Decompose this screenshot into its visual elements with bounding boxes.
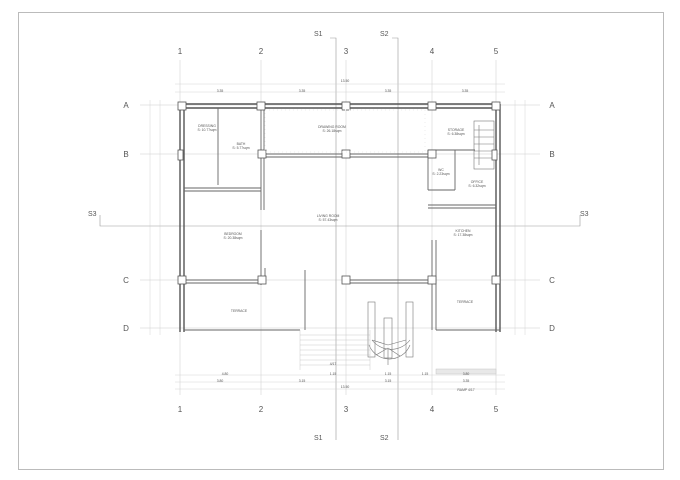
dim-top-bay-4: 3.35	[461, 89, 469, 93]
dim-bottom-bay-2: 3.15	[298, 379, 306, 383]
svg-text:2: 2	[259, 405, 264, 414]
dim-bottom-3: 1.15	[384, 372, 392, 376]
svg-text:B: B	[123, 150, 128, 159]
svg-text:S2: S2	[380, 31, 389, 38]
dim-bottom-4: 1.15	[421, 372, 429, 376]
svg-text:4: 4	[430, 47, 435, 56]
room-terrace-left: TERRACE	[230, 309, 248, 313]
svg-text:A: A	[549, 101, 555, 110]
room-kitchen: KITCHEN S: 17.38sqm	[453, 229, 473, 238]
svg-text:S3: S3	[88, 211, 97, 218]
svg-text:A: A	[123, 101, 129, 110]
svg-text:D: D	[549, 324, 555, 333]
dim-bottom-bay-3: 3.15	[384, 379, 392, 383]
room-living: LIVING ROOM S: 57.43sqm	[316, 214, 340, 223]
dim-bottom-bay-4: 3.35	[462, 379, 470, 383]
dim-bottom-1: 4.80	[221, 372, 229, 376]
room-dressing: DRESSING S: 10.77sqm	[197, 124, 217, 133]
svg-text:1: 1	[178, 405, 183, 414]
svg-text:5: 5	[494, 47, 499, 56]
svg-text:5: 5	[494, 405, 499, 414]
dim-bottom-total: 13.50	[340, 385, 350, 389]
svg-text:C: C	[123, 276, 129, 285]
room-drawing: DRAWING ROOM S: 26.18sqm	[318, 125, 346, 134]
dimension-lines	[149, 83, 526, 390]
svg-text:3: 3	[344, 405, 349, 414]
room-office: OFFICE S: 6.32sqm	[468, 180, 486, 189]
svg-text:3: 3	[344, 47, 349, 56]
drawing-frame	[18, 12, 664, 470]
dim-top-bay-2: 3.35	[298, 89, 306, 93]
interior-walls	[184, 108, 500, 331]
stair-right	[473, 120, 495, 170]
svg-text:S2: S2	[380, 435, 389, 442]
dim-bottom-5: 3.80	[462, 372, 470, 376]
svg-text:C: C	[549, 276, 555, 285]
dim-stair: 4/17	[329, 362, 337, 366]
svg-text:S1: S1	[314, 435, 323, 442]
drawing-room-hatch	[264, 109, 426, 153]
room-wc: WC S: 2.23sqm	[432, 168, 450, 177]
spiral-stair	[367, 301, 414, 365]
front-steps	[299, 330, 371, 370]
room-terrace-right: TERRACE	[456, 300, 474, 304]
exterior-walls	[179, 103, 501, 332]
dim-top-bay-1: 3.35	[216, 89, 224, 93]
svg-text:D: D	[123, 324, 129, 333]
svg-text:4: 4	[430, 405, 435, 414]
room-bedroom: BEDROOM S: 20.38sqm	[223, 232, 243, 241]
dim-bottom-bay-1: 3.80	[216, 379, 224, 383]
room-storage: STORAGE S: 6.38sqm	[447, 128, 465, 137]
dim-top-total: 13.50	[340, 79, 350, 83]
section-lines	[99, 37, 581, 440]
ramp	[435, 368, 497, 375]
svg-text:S1: S1	[314, 31, 323, 38]
svg-text:S3: S3	[580, 211, 589, 218]
svg-text:B: B	[549, 150, 554, 159]
room-bath: BATH S: 5.77sqm	[232, 142, 250, 151]
ramp-label: RAMP 4/17	[457, 388, 475, 392]
dim-bottom-2: 1.15	[329, 372, 337, 376]
dim-top-bay-3: 3.35	[384, 89, 392, 93]
svg-text:2: 2	[259, 47, 264, 56]
columns	[177, 101, 501, 285]
svg-text:1: 1	[178, 47, 183, 56]
grid-axis-labels: 1 2 3 4 5 1 2 3 4 5 A B C D A B C D	[123, 47, 555, 414]
